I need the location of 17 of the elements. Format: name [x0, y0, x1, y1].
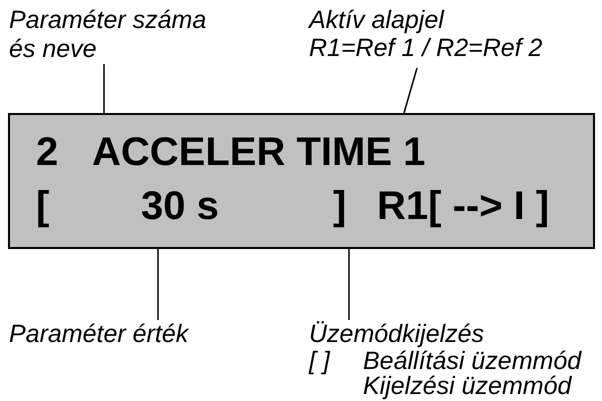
annotation-text: Paraméter száma és neve	[9, 6, 208, 64]
annotation-text: Üzemódkijelzés	[309, 320, 484, 349]
annotation-text: Paraméter érték	[9, 320, 188, 349]
display-panel	[8, 113, 595, 249]
bracket: ]	[333, 184, 346, 229]
leader-line	[103, 64, 105, 113]
bracket: [	[36, 184, 50, 229]
reference-status: R1[ --> I ]	[377, 184, 550, 229]
leader-line	[348, 249, 350, 320]
annotation-text: R1=Ref 1 / R2=Ref 2	[309, 34, 542, 63]
parameter-name: ACCELER TIME 1	[92, 130, 426, 175]
annotation-text: [ ]	[309, 347, 330, 376]
leader-line	[157, 249, 159, 320]
parameter-value: 30 s	[141, 184, 219, 229]
line-number: 2	[36, 130, 58, 175]
annotation-text: Aktív alapjel	[309, 6, 444, 35]
leader-line	[403, 68, 418, 114]
